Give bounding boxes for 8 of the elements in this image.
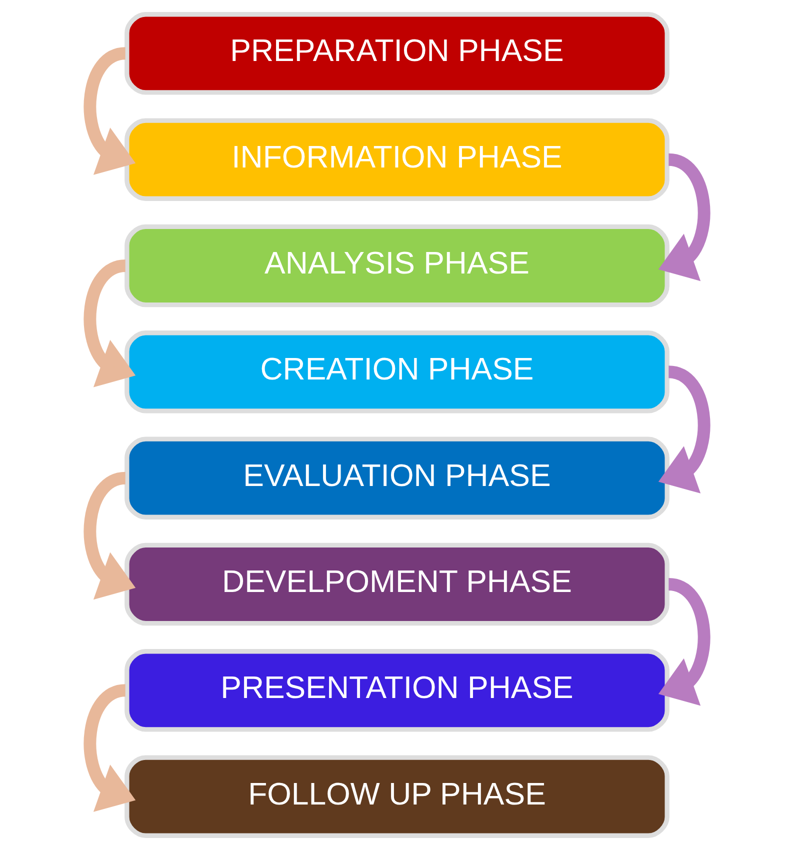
node-box: INFORMATION PHASE	[124, 118, 669, 201]
node-box: CREATION PHASE	[124, 330, 669, 414]
node-box: ANALYSIS PHASE	[124, 224, 669, 308]
node-box: EVALUATION PHASE	[124, 436, 669, 520]
node-box: PRESENTATION PHASE	[124, 649, 669, 732]
node-box: PREPARATION PHASE	[124, 12, 669, 95]
node-box: FOLLOW UP PHASE	[124, 755, 669, 838]
node-box: DEVELPOMENT PHASE	[124, 542, 669, 626]
